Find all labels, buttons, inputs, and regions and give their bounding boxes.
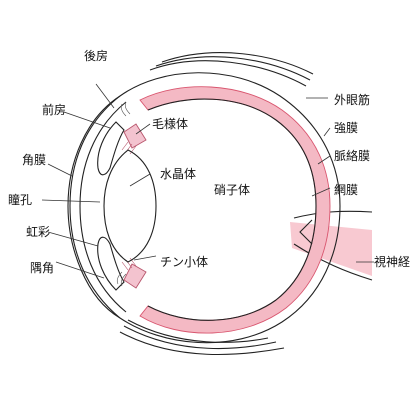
label-optic-nerve: 視神経 — [374, 254, 410, 269]
angle-marks-top — [120, 101, 131, 117]
lens — [103, 149, 157, 263]
extraocular-muscle-bottom — [119, 319, 285, 356]
leader-lines — [41, 83, 374, 279]
label-iris: 虹彩 — [26, 225, 50, 239]
optic-nerve — [290, 210, 373, 281]
cornea-inner — [79, 101, 127, 313]
label-retina: 網膜 — [334, 183, 358, 197]
iris-upper — [97, 121, 125, 176]
label-vitreous: 硝子体 — [214, 183, 250, 197]
extraocular-muscle-top — [149, 52, 314, 87]
label-choroid: 脈絡膜 — [334, 148, 370, 163]
iris-lower — [97, 236, 125, 291]
label-angle: 隅角 — [30, 261, 54, 275]
label-zonule: チン小体 — [160, 255, 208, 269]
label-ciliary-body: 毛様体 — [152, 117, 188, 131]
optic-disc — [299, 219, 313, 245]
label-anterior-chamber: 前房 — [42, 102, 66, 117]
label-sclera: 強膜 — [334, 121, 358, 135]
ciliary-body-upper — [123, 123, 147, 149]
retina-line — [147, 98, 317, 321]
cornea-outer — [69, 95, 121, 319]
sclera-outline — [67, 72, 341, 344]
optic-nerve-fill — [290, 222, 372, 276]
label-cornea: 角膜 — [22, 153, 46, 167]
label-extraocular-muscle: 外眼筋 — [334, 92, 370, 107]
label-posterior-chamber: 後房 — [84, 48, 108, 63]
label-pupil: 瞳孔 — [8, 192, 32, 207]
angle-marks-bottom — [116, 271, 127, 287]
ciliary-body-lower — [123, 263, 147, 289]
label-lens: 水晶体 — [160, 167, 196, 181]
